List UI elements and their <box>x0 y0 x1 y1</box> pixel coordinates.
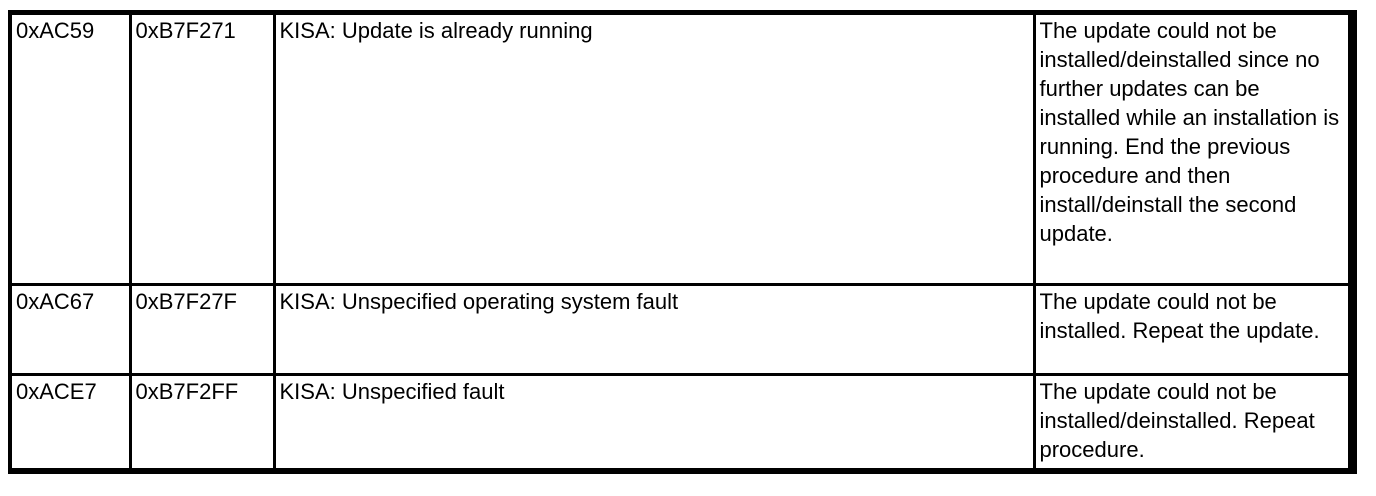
table-row: 0xAC59 0xB7F271 KISA: Update is already … <box>8 11 1354 286</box>
error-code-cell: 0xACE7 <box>8 373 132 472</box>
fault-description-cell: KISA: Update is already running <box>272 11 1036 286</box>
fault-description-cell: KISA: Unspecified operating system fault <box>272 283 1036 376</box>
error-code-cell: 0xAC67 <box>8 283 132 376</box>
hex-code-cell: 0xB7F2FF <box>128 373 276 472</box>
error-code-table: 0xAC59 0xB7F271 KISA: Update is already … <box>8 10 1357 474</box>
table-row: 0xACE7 0xB7F2FF KISA: Unspecified fault … <box>8 373 1354 472</box>
error-code-cell: 0xAC59 <box>8 11 132 286</box>
fault-description-cell: KISA: Unspecified fault <box>272 373 1036 472</box>
hex-code-cell: 0xB7F27F <box>128 283 276 376</box>
remedy-cell: The update could not be installed/deinst… <box>1032 373 1354 472</box>
remedy-cell: The update could not be installed. Repea… <box>1032 283 1354 376</box>
remedy-cell: The update could not be installed/deinst… <box>1032 11 1354 286</box>
hex-code-cell: 0xB7F271 <box>128 11 276 286</box>
table-row: 0xAC67 0xB7F27F KISA: Unspecified operat… <box>8 283 1354 376</box>
